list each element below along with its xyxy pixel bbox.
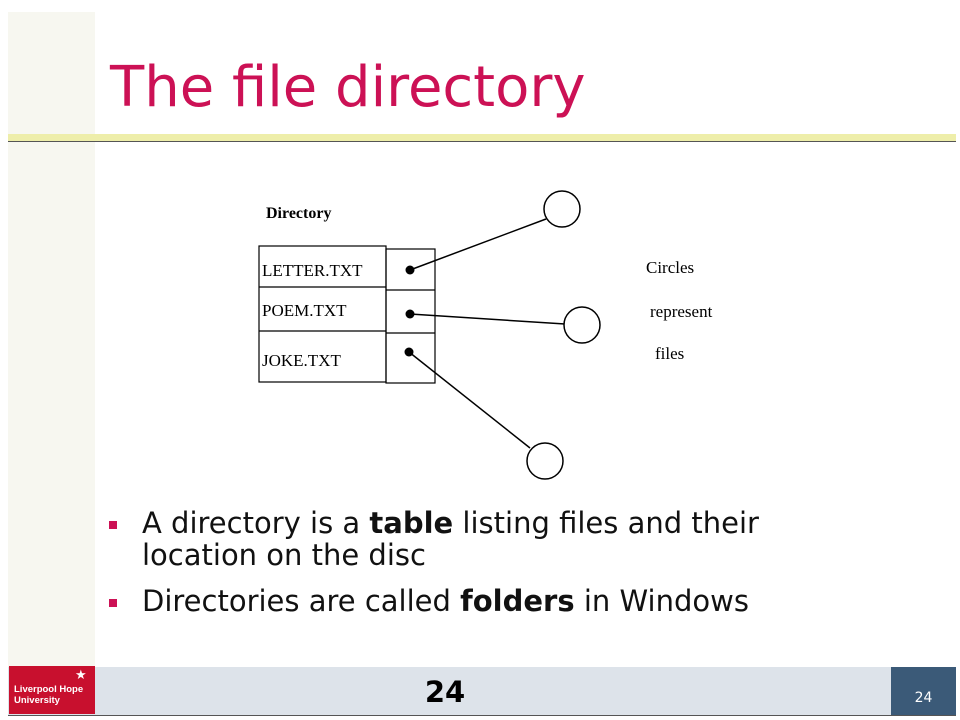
footer-band bbox=[8, 667, 956, 716]
slide-title: The file directory bbox=[110, 55, 586, 120]
entry-poem: POEM.TXT bbox=[262, 301, 347, 320]
entry-letter: LETTER.TXT bbox=[262, 261, 363, 280]
bullet-item: A directory is a table listing files and… bbox=[105, 507, 865, 571]
file-circle bbox=[543, 190, 581, 228]
diagram-heading: Directory bbox=[266, 205, 331, 222]
pointer-line bbox=[408, 351, 531, 449]
bullet-square-icon bbox=[109, 599, 117, 607]
pointer-line bbox=[409, 313, 566, 325]
bullet-item: Directories are called folders in Window… bbox=[105, 585, 865, 617]
bullet-list: A directory is a table listing files and… bbox=[105, 507, 865, 631]
pointer-line bbox=[409, 218, 547, 271]
bullet-text: listing files and their location on the … bbox=[142, 506, 759, 572]
logo-text: Liverpool Hope University bbox=[14, 684, 83, 706]
bullet-text: A directory is a bbox=[142, 506, 370, 540]
file-circle bbox=[563, 306, 601, 344]
logo-line-1: Liverpool Hope bbox=[14, 684, 84, 695]
title-underline-line bbox=[8, 141, 956, 142]
annotation-line-1: Circles bbox=[646, 258, 694, 277]
page-number-corner: 24 bbox=[914, 690, 933, 706]
page-number-center: 24 bbox=[424, 675, 466, 709]
bullet-text: in Windows bbox=[574, 584, 749, 618]
annotation-line-3: files bbox=[655, 344, 684, 363]
entry-joke: JOKE.TXT bbox=[262, 351, 341, 370]
star-icon: ★ bbox=[75, 668, 87, 683]
bullet-emphasis: table bbox=[369, 506, 454, 540]
university-logo: ★ Liverpool Hope University bbox=[9, 666, 95, 714]
bullet-text: Directories are called bbox=[142, 584, 461, 618]
footer-line bbox=[8, 715, 956, 716]
left-margin-band bbox=[8, 12, 95, 667]
annotation-line-2: represent bbox=[650, 302, 713, 321]
logo-line-2: University bbox=[14, 695, 60, 706]
bullet-square-icon bbox=[109, 521, 117, 529]
page-number-box bbox=[891, 667, 956, 715]
file-circle bbox=[526, 442, 564, 480]
title-underline-yellow bbox=[8, 134, 956, 141]
bullet-emphasis: folders bbox=[460, 584, 575, 618]
